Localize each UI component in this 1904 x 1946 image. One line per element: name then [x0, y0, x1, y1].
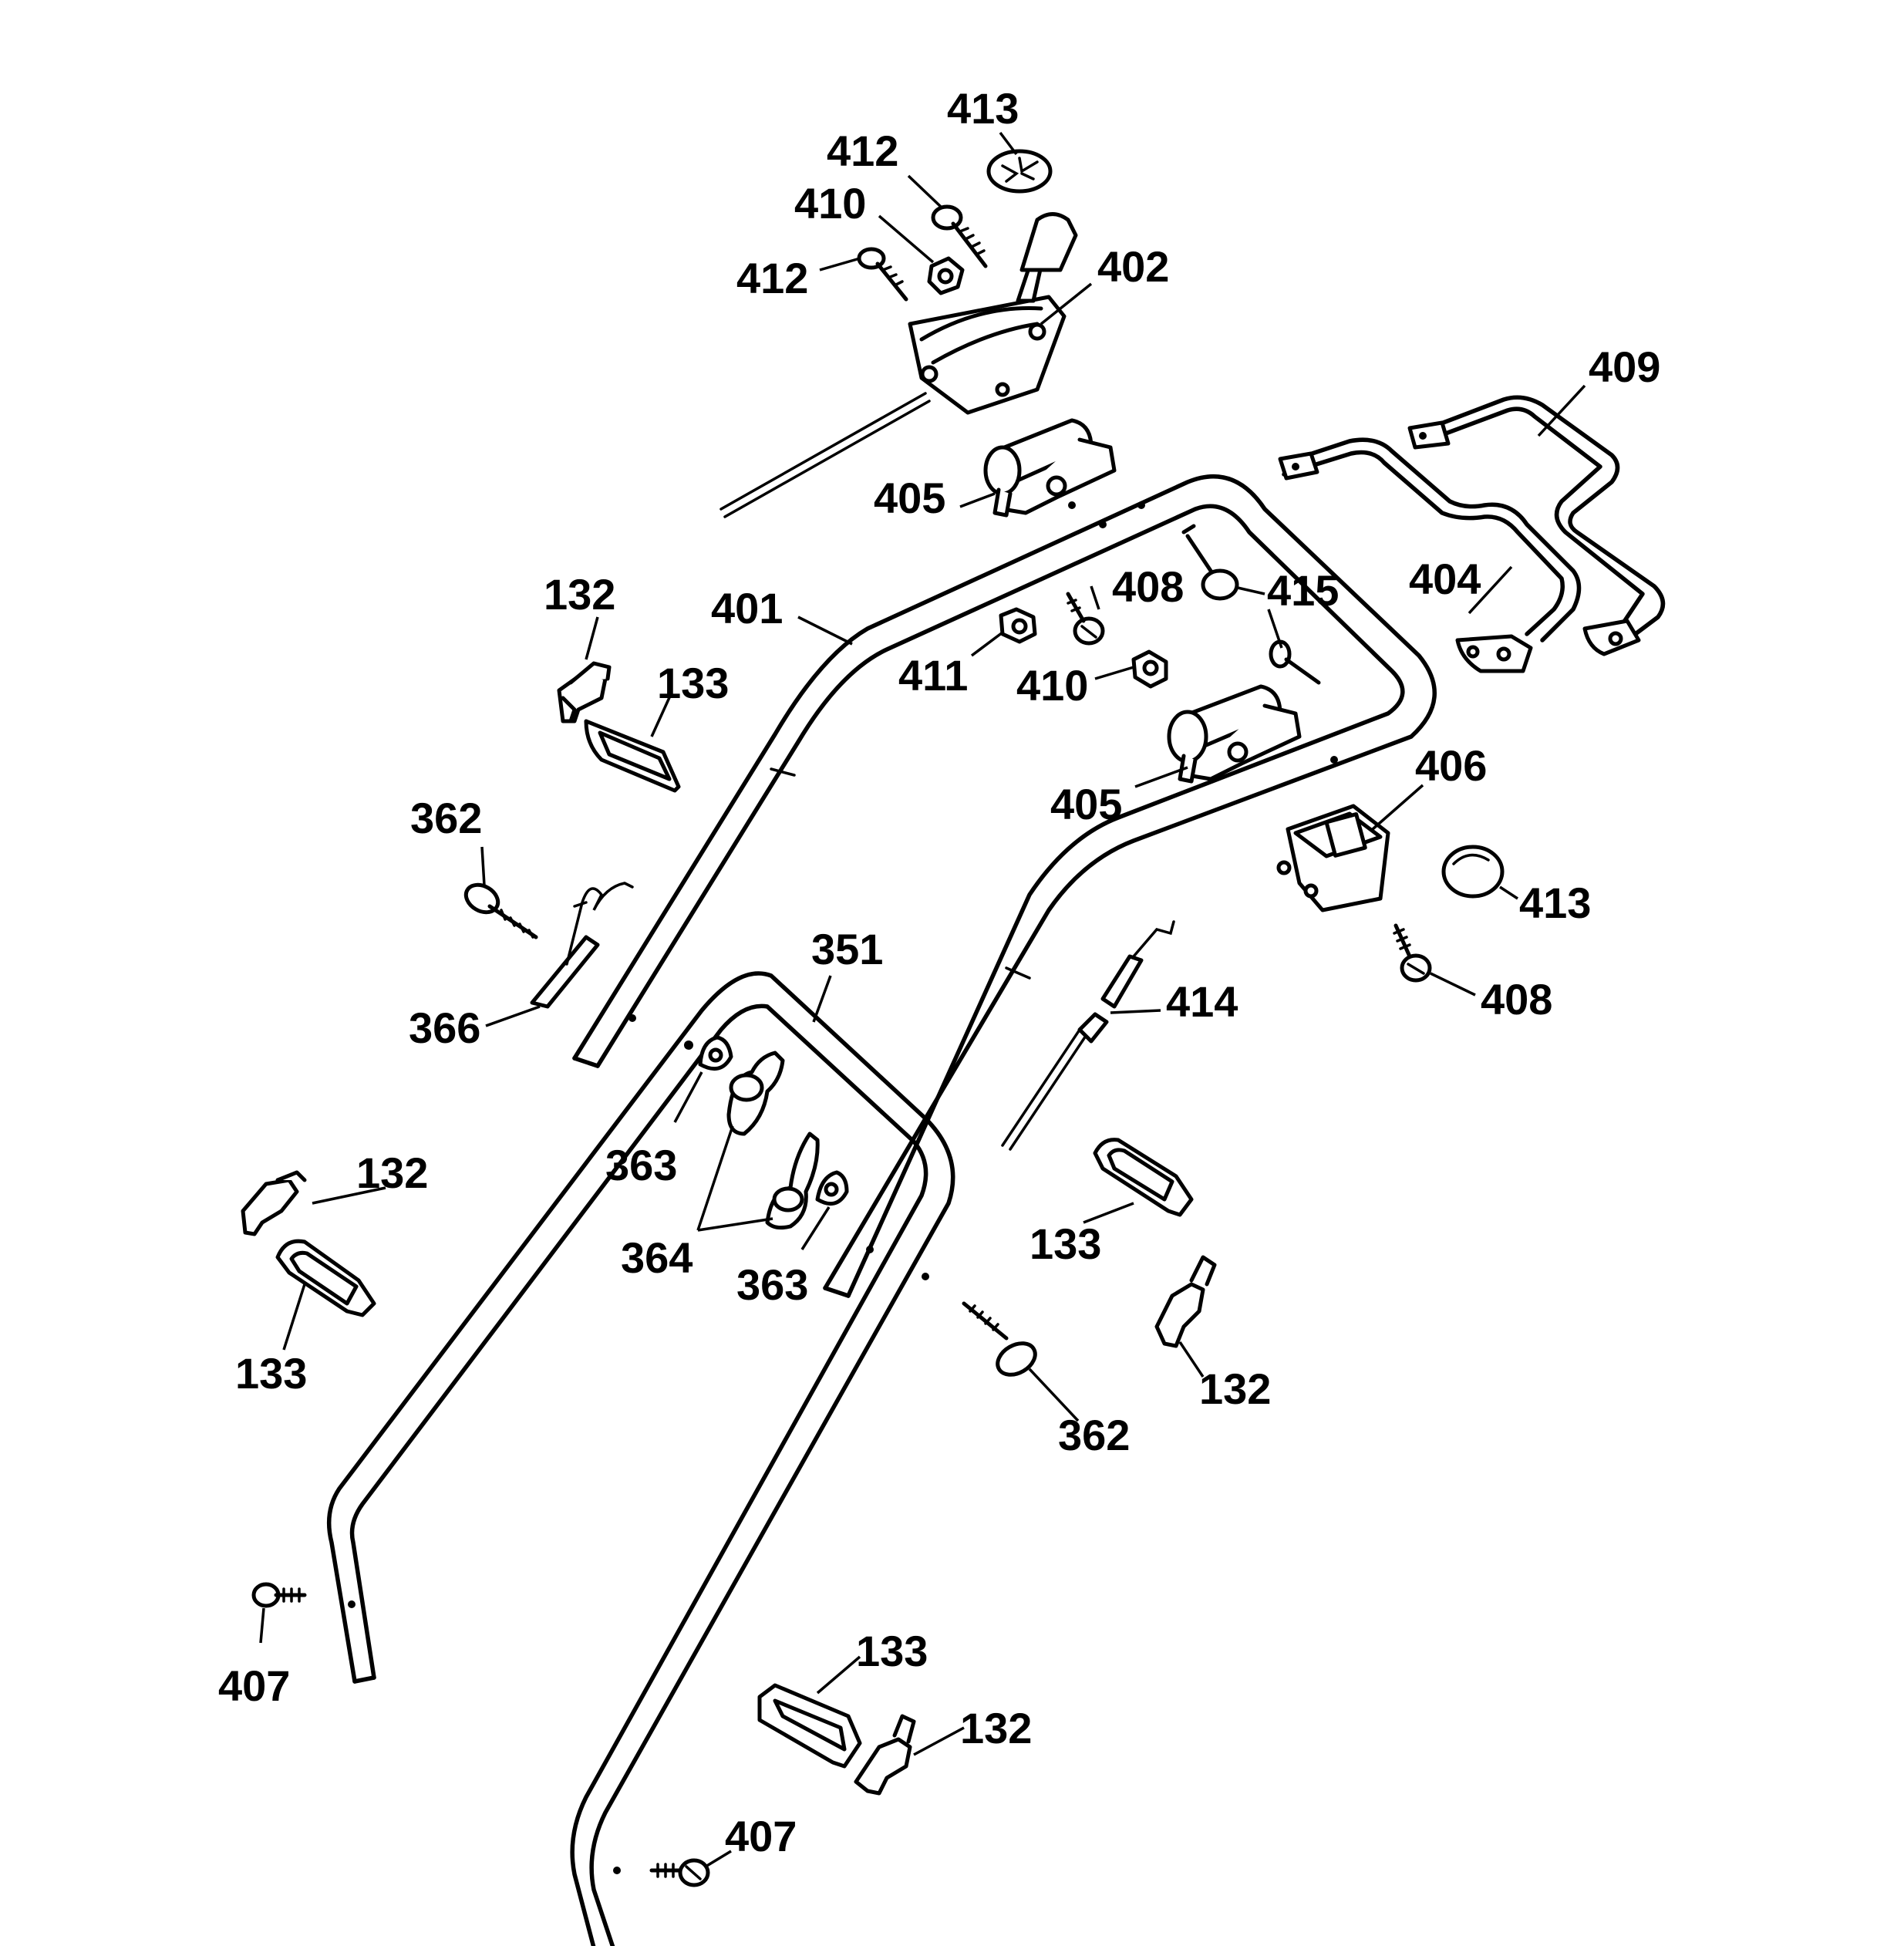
- label-133-upper-left: 133: [657, 659, 729, 707]
- screw-412-left: [857, 247, 908, 302]
- label-132-mid-left: 132: [356, 1148, 428, 1197]
- wing-knob-364-lower: [765, 1132, 820, 1230]
- label-132-mid-right: 132: [1199, 1364, 1271, 1413]
- label-405-lower: 405: [1050, 780, 1122, 828]
- label-406: 406: [1415, 741, 1487, 790]
- cable-414: [1001, 920, 1175, 1151]
- label-401: 401: [711, 584, 783, 632]
- label-132-bottom: 132: [960, 1704, 1032, 1752]
- lower-handle-351: [326, 971, 955, 1946]
- cap-413-right: [1441, 845, 1505, 899]
- label-132-upper-left: 132: [544, 570, 615, 619]
- pin-415-upper: [1181, 524, 1239, 601]
- label-364: 364: [621, 1233, 693, 1282]
- wing-knob-364-upper: [726, 1051, 785, 1136]
- label-413-right: 413: [1519, 879, 1591, 927]
- label-415: 415: [1267, 566, 1339, 615]
- bail-409: [1407, 395, 1666, 656]
- bolt-407-left: [251, 1582, 307, 1608]
- label-413-top: 413: [947, 84, 1019, 133]
- pin-415-lower: [1269, 639, 1321, 685]
- label-410-top: 410: [794, 179, 866, 228]
- label-133-mid-right: 133: [1030, 1219, 1101, 1268]
- label-410-lower: 410: [1016, 661, 1088, 710]
- label-362-lower-right: 362: [1058, 1411, 1130, 1459]
- label-133-mid-left: 133: [235, 1349, 307, 1398]
- label-366: 366: [409, 1003, 480, 1052]
- label-407-left: 407: [218, 1661, 290, 1710]
- bolt-362-upper-left: [463, 882, 538, 939]
- screw-408-upper: [1066, 592, 1105, 646]
- bolt-407-bottom: [649, 1858, 710, 1887]
- clip-132-mid-left: [241, 1170, 307, 1236]
- label-351: 351: [811, 925, 883, 973]
- label-405-upper: 405: [874, 474, 945, 522]
- screw-412-top: [931, 204, 988, 268]
- spring-366: [530, 882, 634, 1009]
- nut-411: [999, 607, 1037, 644]
- label-408-right: 408: [1481, 975, 1552, 1024]
- part-labels: 413 412 410 412 402 409 405 404 132 401 …: [218, 84, 1660, 1860]
- label-414: 414: [1166, 977, 1238, 1026]
- bracket-406: [1276, 804, 1390, 912]
- label-412-top: 412: [827, 126, 898, 175]
- label-411: 411: [898, 651, 968, 700]
- clip-132-upper-left: [557, 661, 612, 723]
- label-412-left: 412: [736, 254, 808, 302]
- clip-132-bottom: [854, 1714, 916, 1796]
- label-408-upper: 408: [1112, 562, 1184, 611]
- bail-404: [1278, 437, 1582, 673]
- leader-lines: [259, 131, 1586, 1868]
- screw-408-right: [1393, 923, 1432, 983]
- washer-363-lower: [815, 1170, 849, 1206]
- clip-label-133-bottom: [757, 1683, 862, 1769]
- clip-label-133-mid-left: [275, 1239, 376, 1317]
- label-402: 402: [1097, 242, 1169, 291]
- label-407-bottom: 407: [725, 1812, 797, 1860]
- nut-410-top: [927, 256, 965, 295]
- label-404: 404: [1409, 555, 1481, 603]
- washer-363-upper: [698, 1035, 733, 1071]
- clamp-405-lower: [1167, 684, 1302, 784]
- clip-label-133-mid-right: [1093, 1138, 1194, 1217]
- bolt-362-lower-right: [962, 1301, 1037, 1377]
- label-363-upper: 363: [605, 1141, 677, 1189]
- nut-410-lower: [1131, 649, 1168, 689]
- label-362-upper-left: 362: [410, 794, 482, 842]
- control-lever-402: [719, 212, 1078, 518]
- clamp-405-upper: [983, 418, 1117, 518]
- clip-label-133-upper-left: [584, 719, 681, 793]
- upper-handle-401: [572, 474, 1437, 1298]
- star-washer-413-top: [986, 149, 1053, 194]
- label-133-bottom: 133: [856, 1627, 928, 1675]
- label-363-lower: 363: [736, 1260, 808, 1309]
- label-409: 409: [1589, 342, 1660, 391]
- clip-132-mid-right: [1154, 1255, 1217, 1348]
